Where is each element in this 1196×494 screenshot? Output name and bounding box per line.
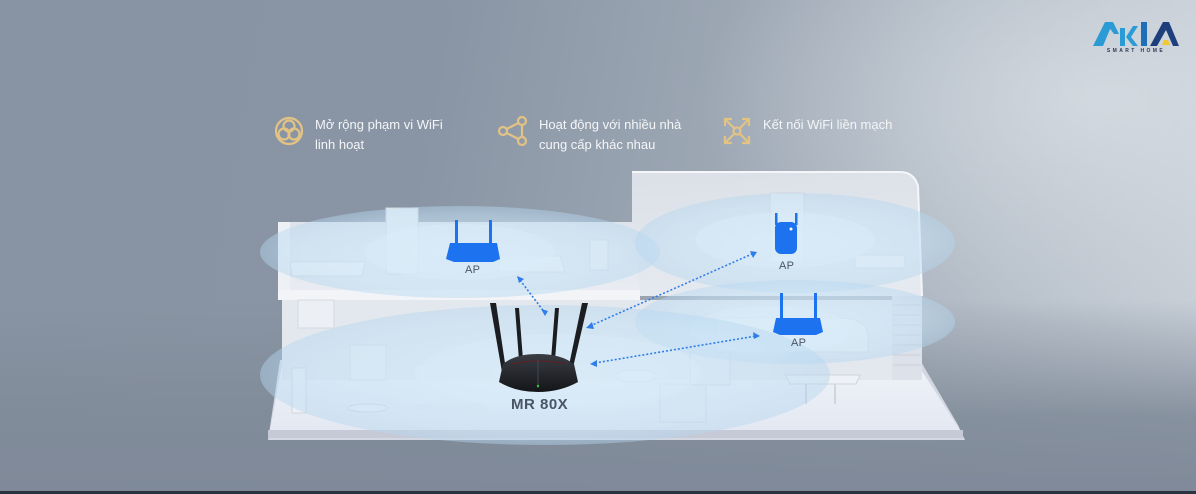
akia-logo-mark-icon	[1093, 22, 1179, 46]
arrow-heads	[517, 251, 760, 367]
coverage-circles-icon	[274, 116, 304, 146]
main-router-label: MR 80X	[511, 396, 569, 413]
bottom-edge	[0, 491, 1196, 494]
feature-multi-provider: Hoạt động với nhiều nhà cung cấp khác nh…	[497, 115, 689, 155]
main-router-mr80x	[490, 303, 588, 392]
ap-extender-upper-right	[775, 213, 798, 254]
ap-label-upper-right: AP	[779, 260, 795, 272]
share-nodes-icon	[497, 115, 528, 147]
expand-arrows-icon	[723, 117, 751, 145]
feature-extend-range: Mở rộng phạm vi WiFi linh hoạt	[273, 115, 455, 155]
logo-tagline: SMART HOME	[1106, 48, 1166, 54]
feature-text: Mở rộng phạm vi WiFi linh hoạt	[315, 117, 443, 152]
ap-label-upper-left: AP	[465, 264, 481, 276]
akia-logo[interactable]: SMART HOME	[1093, 20, 1179, 56]
ap-router-upper-left	[446, 220, 500, 262]
feature-text: Hoạt động với nhiều nhà cung cấp khác nh…	[539, 117, 682, 152]
connection-arrows	[519, 253, 757, 364]
ap-label-lower-right: AP	[791, 337, 807, 349]
feature-text: Kết nối WiFi liền mạch	[763, 117, 893, 132]
ap-router-lower-right	[773, 293, 823, 335]
feature-seamless-wifi: Kết nối WiFi liền mạch	[721, 115, 943, 147]
